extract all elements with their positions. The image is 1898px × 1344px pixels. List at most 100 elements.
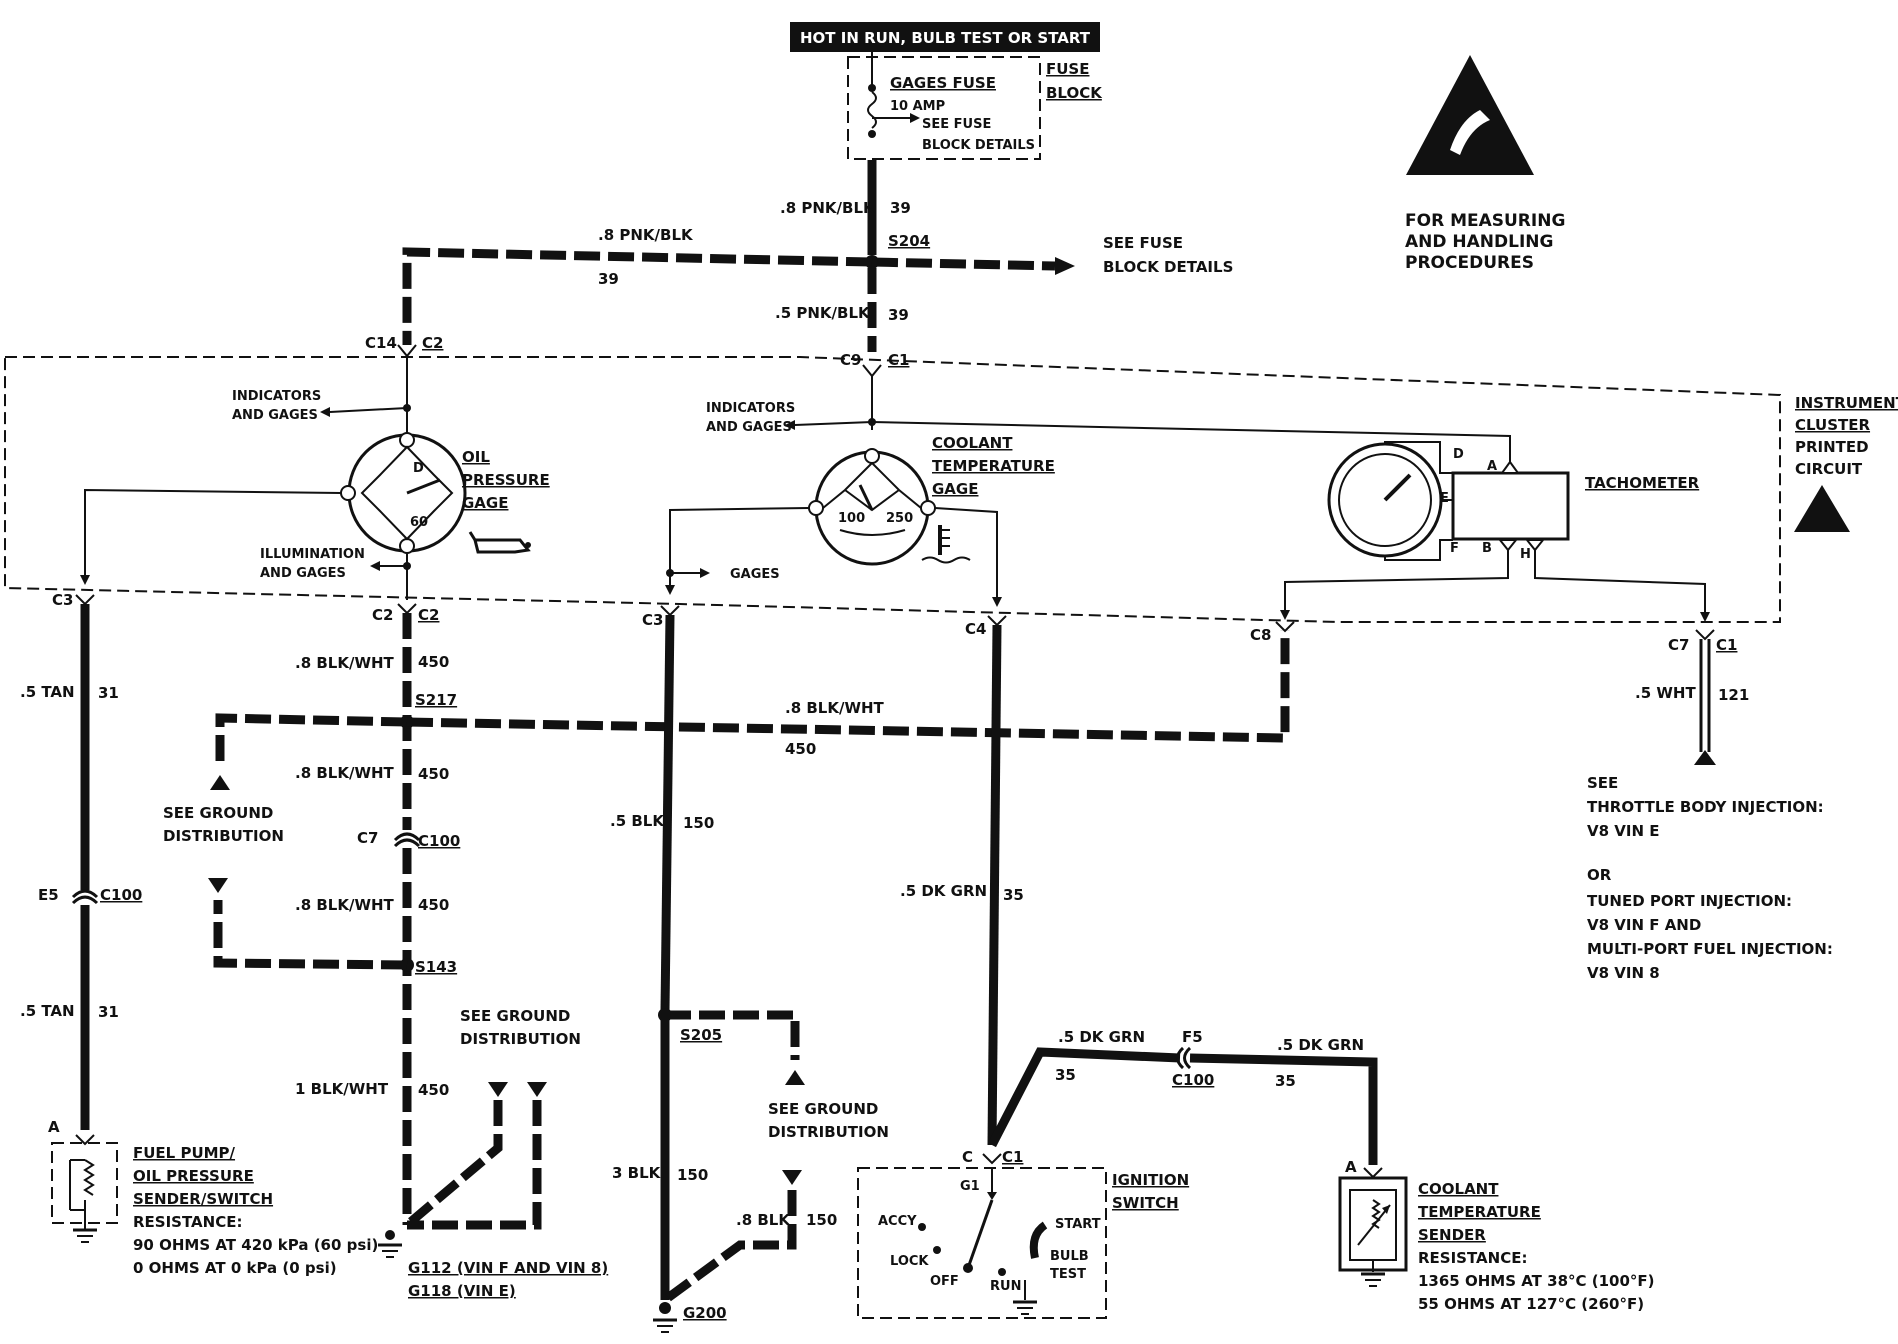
fuse-block: GAGES FUSE 10 AMP SEE FUSE BLOCK DETAILS… (847, 52, 1103, 160)
see-ground-4: DISTRIBUTION (460, 1030, 581, 1048)
blk-wht-num-1: 450 (418, 653, 449, 671)
tan-num-2: 31 (98, 1003, 119, 1021)
ignition-c1: C1 (1002, 1148, 1023, 1166)
ignition-accy: ACCY (878, 1214, 917, 1229)
see-fuse-1: SEE FUSE (1103, 234, 1183, 252)
ignition-g1: G1 (960, 1179, 980, 1194)
coolant-thermometer-icon (921, 525, 971, 564)
esd-small-icon (1794, 485, 1850, 532)
esd-warning: FOR MEASURING AND HANDLING PROCEDURES (1405, 55, 1565, 273)
illumination-label-1: ILLUMINATION (260, 547, 365, 562)
connector-c14: C14 (365, 334, 397, 352)
oil-sender-label-1: FUEL PUMP/ (133, 1144, 236, 1162)
connector-c3-center: C3 (642, 611, 663, 629)
ignition-title-2: SWITCH (1112, 1194, 1179, 1212)
ground-branch-wire-2 (407, 1100, 542, 1230)
blk-wht-num-3: 450 (418, 896, 449, 914)
dk-grn-wire-vertical (987, 624, 1002, 1146)
ignition-lock: LOCK (890, 1254, 929, 1269)
coolant-temperature-sender (1338, 1176, 1408, 1287)
dk-grn-num-1: 35 (1003, 886, 1024, 904)
tach-tbi: THROTTLE BODY INJECTION: (1587, 798, 1824, 816)
fuse-see-2: BLOCK DETAILS (922, 138, 1035, 153)
tach-tbi-vin: V8 VIN E (1587, 822, 1659, 840)
tach-pin-a: A (1487, 459, 1497, 474)
blk-wire-1: .5 BLK (610, 812, 665, 830)
bus-wire-label: .8 BLK/WHT (785, 699, 885, 717)
coolant-gage-v1: 100 (838, 511, 865, 526)
ground-branch-wire-1 (404, 1100, 503, 1229)
see-ground-1: SEE GROUND (163, 804, 273, 822)
see-ground-3: SEE GROUND (460, 1007, 570, 1025)
coolant-gage-label-2: TEMPERATURE (932, 457, 1055, 475)
tan-num-1: 31 (98, 684, 119, 702)
esd-text-3: PROCEDURES (1405, 253, 1534, 273)
blk-wht-wire-4: 1 BLK/WHT (295, 1080, 389, 1098)
connector-c100-left: C100 (100, 886, 142, 904)
connector-f5: F5 (1182, 1028, 1203, 1046)
tach-see: SEE (1587, 774, 1618, 792)
s205-ground-wire (665, 1010, 800, 1060)
ignition-bulb: BULB (1050, 1249, 1089, 1264)
blk-wire-2: 3 BLK (612, 1164, 662, 1182)
dk-grn-wire-to-sender (1189, 1053, 1378, 1165)
ground-g200-symbol (653, 1302, 677, 1333)
ignition-title-1: IGNITION (1112, 1171, 1189, 1189)
coolant-sender-res-2: 55 OHMS AT 127°C (260°F) (1418, 1295, 1644, 1313)
splice-s217-label: S217 (415, 691, 457, 709)
tachometer-label: TACHOMETER (1585, 474, 1700, 492)
connector-c7-ground: C7 (357, 829, 378, 847)
wht-num: 121 (1718, 686, 1749, 704)
tach-tpi-vin: V8 VIN F AND (1587, 916, 1701, 934)
coolant-sender-label-3: SENDER (1418, 1226, 1486, 1244)
see-fuse-2: BLOCK DETAILS (1103, 258, 1233, 276)
blk-num-1: 150 (683, 814, 714, 832)
blk-wht-bus-wire (406, 630, 1290, 743)
feed-branch-wire-label: .8 PNK/BLK (598, 226, 694, 244)
tach-or: OR (1587, 866, 1612, 884)
fuse-name: GAGES FUSE (890, 74, 996, 92)
oil-can-icon (468, 531, 531, 554)
ignition-test: TEST (1050, 1267, 1086, 1282)
coolant-temperature-gage: 100 250 (808, 448, 936, 566)
connector-c7: C7 (1668, 636, 1689, 654)
tach-pin-b: B (1482, 541, 1492, 556)
ground-g112-symbol (378, 1230, 402, 1258)
blk-wht-num-2: 450 (418, 765, 449, 783)
dk-grn-num-2: 35 (1055, 1066, 1076, 1084)
oil-gage-label-1: OIL (462, 448, 490, 466)
dk-grn-wire-1: .5 DK GRN (900, 882, 987, 900)
oil-gage-d: D (413, 461, 424, 476)
feed-to-fuse-block-wire (871, 257, 1056, 271)
power-source-text: HOT IN RUN, BULB TEST OR START (800, 29, 1091, 47)
connector-c100-coolant: C100 (1172, 1071, 1214, 1089)
coolant-sender-label-1: COOLANT (1418, 1180, 1499, 1198)
feed-mid-num: 39 (888, 306, 909, 324)
blk-wht-wire-3: .8 BLK/WHT (295, 896, 395, 914)
splice-s205-label: S205 (680, 1026, 722, 1044)
oil-sender-res-1: 90 OHMS AT 420 kPa (60 psi) (133, 1236, 378, 1254)
splice-s143-label: S143 (415, 958, 457, 976)
coolant-sender-res-1: 1365 OHMS AT 38°C (100°F) (1418, 1272, 1655, 1290)
oil-sender-pin-a: A (48, 1118, 60, 1136)
tach-tpi: TUNED PORT INJECTION: (1587, 892, 1792, 910)
ground-g112-label: G112 (VIN F AND VIN 8) (408, 1259, 608, 1277)
ignition-start: START (1055, 1217, 1101, 1232)
esd-text-1: FOR MEASURING (1405, 211, 1565, 231)
blk-num-2: 150 (677, 1166, 708, 1184)
oil-pressure-gage: D 60 (340, 432, 467, 554)
illumination-label-2: AND GAGES (260, 566, 346, 581)
connector-c2-bottom-b: C2 (418, 606, 439, 624)
power-source-label: HOT IN RUN, BULB TEST OR START (790, 22, 1100, 52)
fuse-block-label-2: BLOCK (1046, 84, 1103, 102)
blk-num-3: 150 (806, 1211, 837, 1229)
dk-grn-num-3: 35 (1275, 1072, 1296, 1090)
fuse-rating: 10 AMP (890, 99, 945, 114)
fuse-block-label-1: FUSE (1046, 60, 1089, 78)
see-ground-5: SEE GROUND (768, 1100, 878, 1118)
s217-ground-wire (215, 713, 408, 765)
coolant-gage-label-1: COOLANT (932, 434, 1013, 452)
connector-c2-top: C2 (422, 334, 443, 352)
coolant-sender-label-2: TEMPERATURE (1418, 1203, 1541, 1221)
